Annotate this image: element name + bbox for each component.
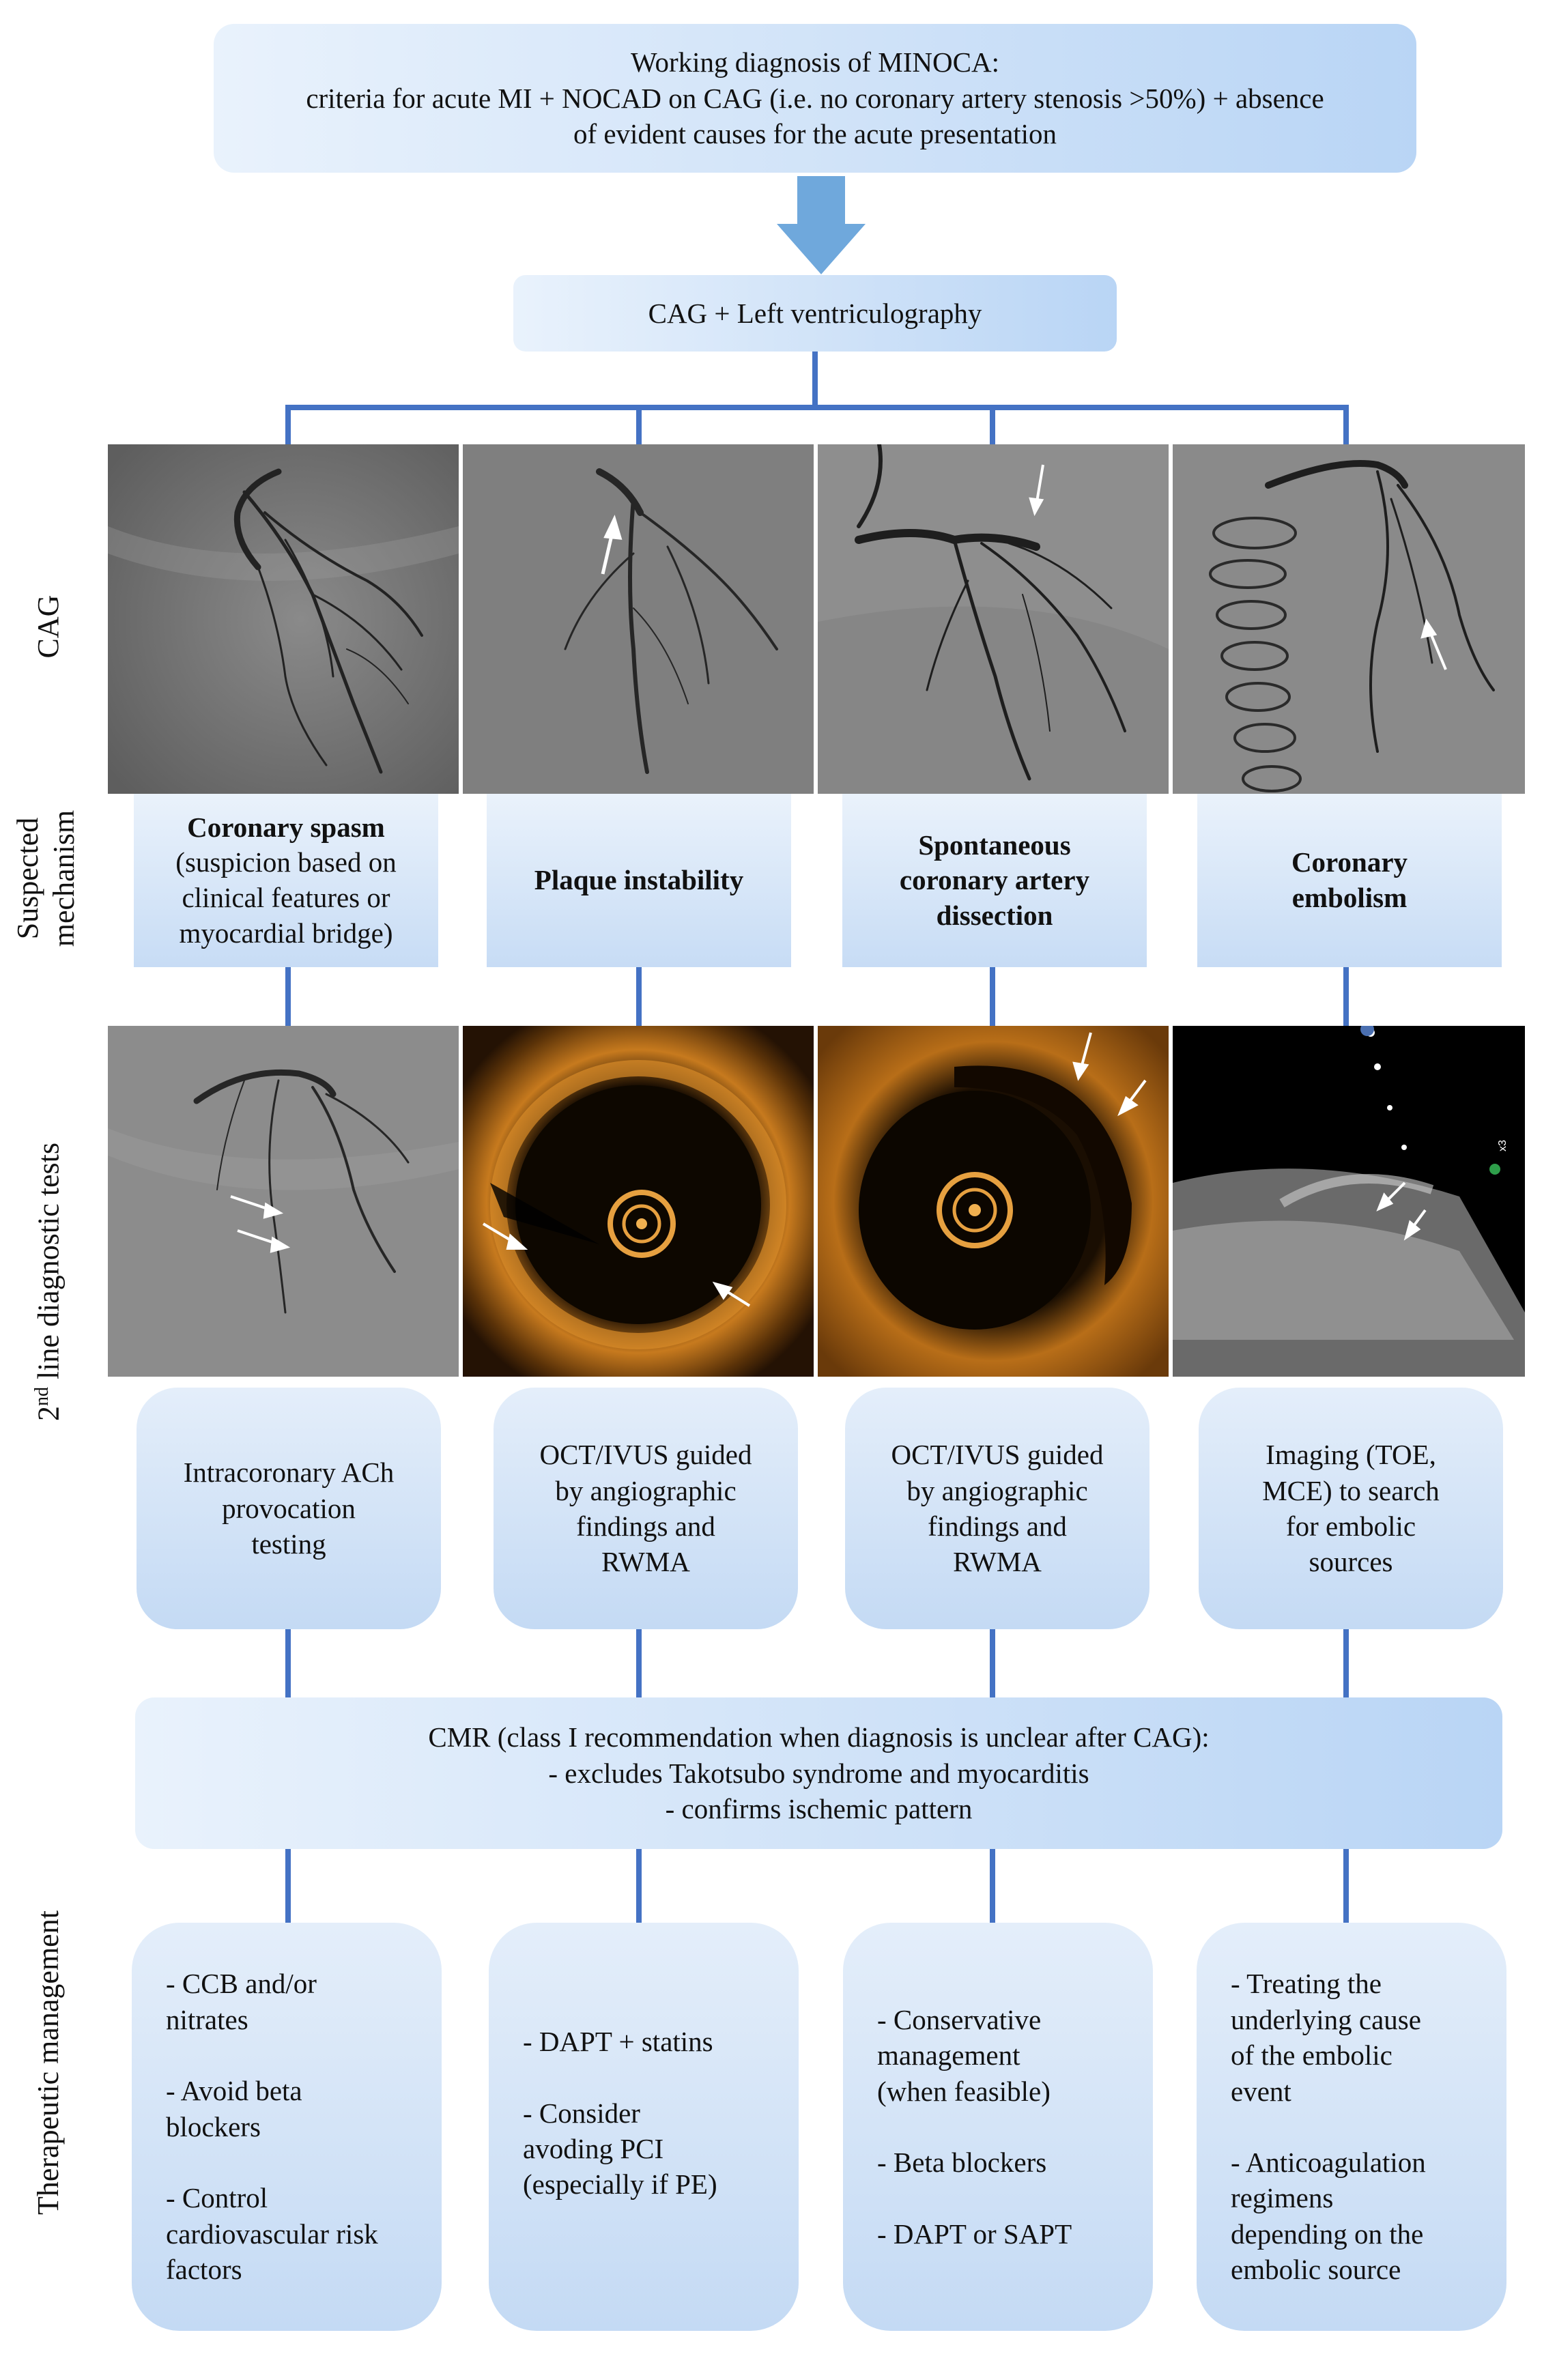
down-arrow-icon [777, 176, 866, 274]
connector-line [990, 405, 995, 444]
therapy-item: - Consider avoding PCI (especially if PE… [523, 2097, 717, 2200]
angiogram-image-dissection [818, 444, 1169, 794]
minoca-working-diagnosis-text: Working diagnosis of MINOCA: criteria fo… [306, 46, 1324, 150]
angiogram-image-embolism [1173, 444, 1525, 794]
mechanism-title: Spontaneous coronary artery dissection [899, 829, 1090, 931]
therapy-item: - DAPT + statins [523, 2026, 713, 2058]
therapy-item: - Beta blockers [877, 2147, 1047, 2179]
minoca-working-diagnosis-box: Working diagnosis of MINOCA: criteria fo… [214, 24, 1416, 173]
connector-line [636, 1629, 642, 1697]
oct-image-plaque [463, 1026, 814, 1377]
mechanism-title: Coronary spasm [187, 811, 385, 843]
therapy-box-scad: - Conservative management (when feasible… [843, 1923, 1153, 2331]
connector-line [1343, 1629, 1349, 1697]
therapy-item: - Anticoagulation regimens depending on … [1231, 2147, 1426, 2286]
connector-line [285, 405, 1349, 410]
row-label-therapeutic-management: Therapeutic management [31, 1910, 65, 2215]
therapy-item: - DAPT or SAPT [877, 2218, 1072, 2250]
therapy-box-plaque: - DAPT + statins - Consider avoding PCI … [489, 1923, 799, 2331]
connector-line [990, 1849, 995, 1923]
test-text: Intracoronary ACh provocation testing [183, 1457, 395, 1560]
cmr-text: CMR (class I recommendation when diagnos… [428, 1721, 1210, 1825]
oct-image-dissection [818, 1026, 1169, 1377]
row-label-suspected-mechanism: Suspected mechanism [11, 809, 81, 947]
connector-line [285, 1849, 291, 1923]
connector-line [990, 1629, 995, 1697]
test-box-embolic-imaging: Imaging (TOE, MCE) to search for embolic… [1199, 1388, 1503, 1629]
mechanism-box-scad: Spontaneous coronary artery dissection [842, 794, 1147, 967]
therapy-item: - Control cardiovascular risk factors [166, 2182, 378, 2286]
connector-line [636, 405, 642, 444]
connector-line [1343, 1849, 1349, 1923]
mechanism-title: Plaque instability [534, 864, 744, 896]
therapy-item: - Treating the underlying cause of the e… [1231, 1968, 1421, 2107]
cag-ventriculography-box: CAG + Left ventriculography [513, 275, 1117, 352]
connector-line [636, 967, 642, 1026]
row-label-second-line-tests: 2nd line diagnostic tests [31, 1142, 66, 1422]
test-text: OCT/IVUS guided by angiographic findings… [539, 1439, 752, 1578]
test-box-oct-ivus-plaque: OCT/IVUS guided by angiographic findings… [494, 1388, 798, 1629]
connector-line [990, 967, 995, 1026]
connector-line [285, 967, 291, 1026]
connector-line [1343, 967, 1349, 1026]
angiogram-image-spasm [108, 444, 459, 794]
connector-line [812, 352, 818, 408]
test-box-oct-ivus-scad: OCT/IVUS guided by angiographic findings… [845, 1388, 1149, 1629]
mechanism-box-plaque-instability: Plaque instability [487, 794, 791, 967]
connector-line [1343, 405, 1349, 444]
therapy-item: - Conservative management (when feasible… [877, 2003, 1051, 2107]
therapy-box-spasm: - CCB and/or nitrates - Avoid beta block… [132, 1923, 442, 2331]
connector-line [636, 1849, 642, 1923]
test-text: Imaging (TOE, MCE) to search for embolic… [1262, 1439, 1440, 1578]
echo-scale-label: x3 [1497, 1140, 1509, 1151]
row-label-cag: CAG [31, 594, 65, 659]
cmr-box: CMR (class I recommendation when diagnos… [135, 1697, 1502, 1849]
connector-line [285, 1629, 291, 1697]
cag-ventriculography-text: CAG + Left ventriculography [648, 297, 982, 329]
echocardiography-image: x3 [1173, 1026, 1525, 1377]
mechanism-detail: (suspicion based on clinical features or… [175, 846, 397, 949]
connector-line [285, 405, 291, 444]
ach-test-angiogram-image [108, 1026, 459, 1377]
therapy-item: - CCB and/or nitrates [166, 1968, 317, 2035]
test-box-ach-provocation: Intracoronary ACh provocation testing [137, 1388, 441, 1629]
mechanism-title: Coronary embolism [1291, 846, 1408, 913]
therapy-item: - Avoid beta blockers [166, 2075, 302, 2142]
mechanism-box-coronary-embolism: Coronary embolism [1197, 794, 1502, 967]
test-text: OCT/IVUS guided by angiographic findings… [891, 1439, 1104, 1578]
mechanism-box-coronary-spasm: Coronary spasm(suspicion based on clinic… [134, 794, 438, 967]
angiogram-image-plaque [463, 444, 814, 794]
therapy-box-embolism: - Treating the underlying cause of the e… [1197, 1923, 1506, 2331]
